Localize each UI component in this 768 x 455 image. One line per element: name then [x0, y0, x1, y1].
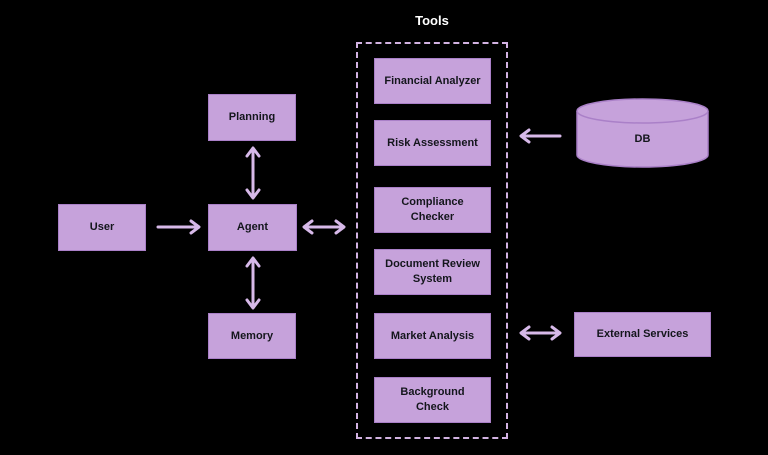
arrow-tools-external-services-bidirectional: [518, 325, 563, 341]
node-external-services: External Services: [574, 312, 711, 357]
tool-label: Compliance Checker: [401, 196, 464, 223]
tool-label: Background Check: [400, 386, 465, 413]
arrow-user-to-agent: [156, 219, 202, 235]
node-planning: Planning: [208, 94, 296, 141]
tool-box-risk-assessment: Risk Assessment: [374, 120, 491, 166]
node-agent: Agent: [208, 204, 297, 251]
node-db: DB: [575, 97, 710, 169]
node-db-label: DB: [634, 133, 651, 145]
node-memory: Memory: [208, 313, 296, 359]
arrow-agent-memory-bidirectional: [245, 256, 261, 310]
tool-label: Market Analysis: [390, 329, 475, 342]
node-user-label: User: [89, 221, 115, 234]
tool-label: Risk Assessment: [387, 136, 478, 149]
tool-box-compliance-checker: Compliance Checker: [374, 187, 491, 233]
tool-box-market-analysis: Market Analysis: [374, 313, 491, 359]
node-planning-label: Planning: [228, 111, 276, 124]
arrow-agent-planning-bidirectional: [245, 146, 261, 200]
tool-box-document-review-system: Document Review System: [374, 249, 491, 295]
node-user: User: [58, 204, 146, 251]
arrow-db-to-tools: [518, 128, 562, 144]
tool-box-financial-analyzer: Financial Analyzer: [374, 58, 491, 104]
tool-box-background-check: Background Check: [374, 377, 491, 423]
tools-group-title: Tools: [415, 13, 449, 28]
arrow-agent-tools-bidirectional: [302, 219, 346, 235]
node-external-services-label: External Services: [596, 328, 689, 341]
database-cylinder-icon: [576, 98, 709, 168]
node-memory-label: Memory: [230, 329, 274, 342]
tools-group-container: Financial Analyzer Risk Assessment Compl…: [356, 42, 508, 439]
node-agent-label: Agent: [236, 221, 269, 234]
tool-label: Financial Analyzer: [384, 74, 481, 87]
tool-label: Document Review System: [385, 258, 480, 285]
